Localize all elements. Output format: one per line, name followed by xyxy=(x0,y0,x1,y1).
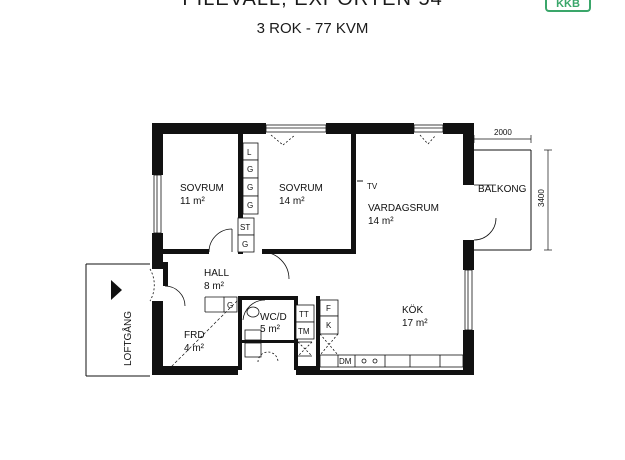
inner-walls xyxy=(163,134,356,370)
kok-name: KÖK xyxy=(402,304,423,316)
windows xyxy=(153,124,473,331)
sovrum2-area: 14 m² xyxy=(279,196,305,207)
wardrobe-label-1: L xyxy=(247,148,252,157)
hall-cabinet-label: G xyxy=(227,301,233,310)
vardagsrum-area: 14 m² xyxy=(368,216,394,227)
g-small-label: G xyxy=(242,240,248,249)
wardrobe-label-2: G xyxy=(247,165,253,174)
frd-diagonal xyxy=(167,299,239,371)
sovrum1-area: 11 m² xyxy=(180,196,205,207)
plan-title: PILEVALL, EXPORTEN 54 xyxy=(0,0,625,11)
dm-label: DM xyxy=(339,357,352,366)
wcd-name: WC/D xyxy=(260,312,287,323)
loftgang-name: LOFTGÅNG xyxy=(121,311,134,366)
hall-name: HALL xyxy=(204,268,229,279)
frd-area: 4 m² xyxy=(184,343,205,354)
st-label: ST xyxy=(240,223,250,232)
hall-cabinet xyxy=(204,296,238,313)
wardrobe-label-4: G xyxy=(247,201,253,210)
wardrobe-cabinets xyxy=(237,142,259,253)
bathroom-fixtures xyxy=(244,304,315,363)
balkong-name: BALKONG xyxy=(478,184,527,195)
wardrobe-label-3: G xyxy=(247,183,253,192)
wcd-area: 5 m² xyxy=(260,324,281,335)
doors xyxy=(149,134,497,321)
outer-walls xyxy=(152,123,474,375)
frd-name: FRD xyxy=(184,330,205,341)
tt-label: TT xyxy=(299,310,309,319)
loftgang-area xyxy=(85,263,150,377)
vardagsrum-name: VARDAGSRUM xyxy=(368,203,439,214)
tm-label: TM xyxy=(298,327,310,336)
sovrum2-name: SOVRUM xyxy=(279,183,323,194)
balcony-width-label: 2000 xyxy=(494,128,512,137)
entrance-arrow-icon xyxy=(111,280,122,300)
balcony-depth-label: 3400 xyxy=(537,189,546,207)
tv-label: TV xyxy=(367,182,378,191)
sovrum1-name: SOVRUM xyxy=(180,183,224,194)
kok-area: 17 m² xyxy=(402,318,428,329)
brand-logo: KKB xyxy=(545,0,591,12)
plan-subtitle: 3 ROK - 77 KVM xyxy=(256,20,369,37)
hall-area: 8 m² xyxy=(204,281,225,292)
f-label: F xyxy=(326,304,331,313)
kitchen-fixtures xyxy=(319,299,464,368)
k-label: K xyxy=(326,321,332,330)
